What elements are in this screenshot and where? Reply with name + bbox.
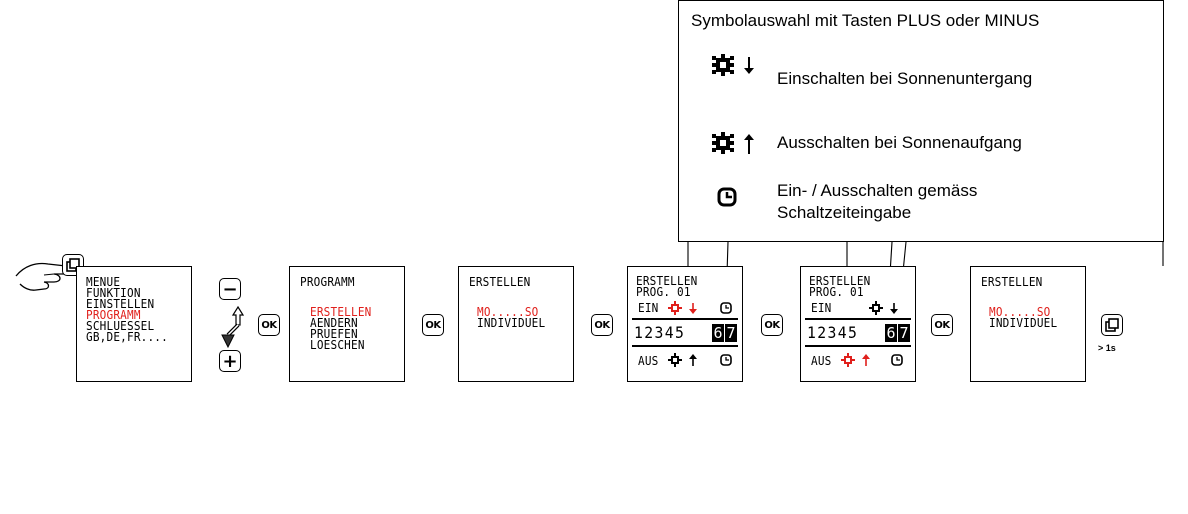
prog2-days-1-5: 12345 [807, 325, 858, 341]
up-down-arrow-icon [218, 305, 246, 349]
prog2-day-7: 7 [898, 324, 910, 342]
lcd-screen-prog-1: ERSTELLEN PROG. 01 EIN 12345 6 7 AUS [627, 266, 743, 382]
prog2-aus-sun-up-icon [841, 353, 875, 367]
programm-title: PROGRAMM [300, 277, 355, 288]
prog1-ein-sun-down-icon [668, 301, 702, 315]
prog1-separator-top [632, 318, 738, 320]
prog1-aus-label: AUS [638, 356, 658, 367]
erstellen2-title: ERSTELLEN [981, 277, 1042, 288]
ok-button-5[interactable]: OK [931, 314, 953, 336]
erstellen1-individuel: INDIVIDUEL [477, 318, 545, 329]
plus-button[interactable]: + [219, 350, 241, 372]
lcd-screen-erstellen-1: ERSTELLEN MO.....SO INDIVIDUEL [458, 266, 574, 382]
prog1-ein-label: EIN [638, 303, 658, 314]
menu-pages-icon [1105, 318, 1119, 332]
lcd-screen-erstellen-2: ERSTELLEN MO.....SO INDIVIDUEL [970, 266, 1086, 382]
prog2-day-6: 6 [885, 324, 897, 342]
ok-button-4[interactable]: OK [761, 314, 783, 336]
prog2-ein-label: EIN [811, 303, 831, 314]
erstellen1-title: ERSTELLEN [469, 277, 530, 288]
minus-button[interactable]: − [219, 278, 241, 300]
menu-button-end[interactable] [1101, 314, 1123, 336]
prog2-number: PROG. 01 [809, 287, 864, 298]
prog1-aus-sun-up-icon [668, 353, 702, 367]
clock-icon [717, 187, 739, 209]
prog1-number: PROG. 01 [636, 287, 691, 298]
ok-button-3[interactable]: OK [591, 314, 613, 336]
clock-label-line1: Ein- / Ausschalten gemäss [777, 181, 977, 201]
sunrise-label: Ausschalten bei Sonnenaufgang [777, 133, 1022, 153]
lcd-screen-programm: PROGRAMM ERSTELLEN AENDERN PRUEFEN LOESC… [289, 266, 405, 382]
sun-down-icon [709, 53, 755, 81]
symbol-selection-callout: Symbolauswahl mit Tasten PLUS oder MINUS… [678, 0, 1164, 242]
prog2-separator-bottom [805, 345, 911, 347]
prog1-day-6: 6 [712, 324, 724, 342]
lcd-screen-prog-2: ERSTELLEN PROG. 01 EIN 12345 6 7 AUS [800, 266, 916, 382]
prog1-day-7: 7 [725, 324, 737, 342]
prog2-aus-label: AUS [811, 356, 831, 367]
sun-up-icon [709, 131, 755, 159]
lcd-screen-menu: MENUE FUNKTION EINSTELLEN PROGRAMM SCHLU… [76, 266, 192, 382]
ok-button-1[interactable]: OK [258, 314, 280, 336]
menu-line-5: GB,DE,FR.... [86, 332, 168, 343]
hold-duration-label: > 1s [1098, 343, 1116, 353]
prog1-aus-clock-icon [720, 354, 732, 366]
sunset-label: Einschalten bei Sonnenuntergang [777, 69, 1032, 89]
prog1-days-1-5: 12345 [634, 325, 685, 341]
callout-title: Symbolauswahl mit Tasten PLUS oder MINUS [691, 11, 1039, 31]
programm-item-loeschen: LOESCHEN [310, 340, 365, 351]
prog2-separator-top [805, 318, 911, 320]
prog1-separator-bottom [632, 345, 738, 347]
prog2-ein-sun-down-icon [869, 301, 903, 315]
prog1-ein-clock-icon [720, 302, 732, 314]
clock-label-line2: Schaltzeiteingabe [777, 203, 911, 223]
prog2-aus-clock-icon [891, 354, 903, 366]
erstellen2-individuel: INDIVIDUEL [989, 318, 1057, 329]
ok-button-2[interactable]: OK [422, 314, 444, 336]
